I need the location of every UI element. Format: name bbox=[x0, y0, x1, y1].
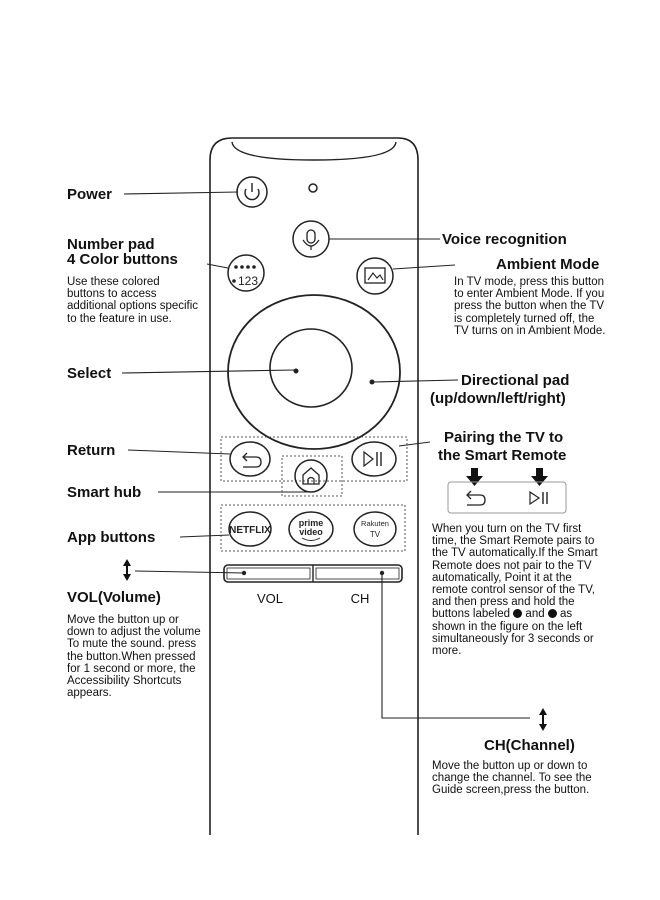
pairing-label-2: the Smart Remote bbox=[438, 447, 567, 464]
smart-hub-highlight bbox=[281, 455, 343, 497]
play-pause-icon bbox=[529, 490, 548, 506]
play-pause-button[interactable] bbox=[351, 441, 397, 477]
rakuten-label-line2: TV bbox=[370, 530, 381, 539]
return-icon bbox=[466, 490, 486, 506]
pairing-highlight bbox=[220, 436, 408, 482]
rakuten-label-line1: Rakuten bbox=[361, 519, 389, 528]
home-button[interactable] bbox=[294, 459, 328, 493]
number-pad-description: Use these colored buttons to access addi… bbox=[67, 276, 199, 325]
home-icon bbox=[302, 467, 320, 485]
down-arrow-icon bbox=[466, 468, 483, 486]
power-icon bbox=[244, 183, 260, 201]
pairing-description-part3: as shown in the figure on the left simul… bbox=[432, 608, 594, 658]
netflix-button[interactable]: NETFLIX bbox=[228, 511, 272, 547]
play-pause-icon bbox=[363, 450, 382, 468]
prime-label-line1: prime bbox=[299, 518, 324, 528]
pairing-description-part2: and bbox=[525, 608, 545, 621]
microphone-icon bbox=[302, 229, 320, 250]
ambient-mode-label: Ambient Mode bbox=[496, 256, 600, 273]
ir-sensor bbox=[308, 183, 318, 193]
directional-pad[interactable] bbox=[227, 294, 401, 450]
app-buttons-label: App buttons bbox=[67, 529, 156, 546]
smart-hub-label: Smart hub bbox=[67, 484, 142, 501]
dpad-label: Directional pad bbox=[461, 372, 570, 389]
return-icon bbox=[242, 452, 262, 468]
select-label: Select bbox=[67, 365, 112, 382]
ch-button[interactable] bbox=[315, 567, 400, 580]
power-label: Power bbox=[67, 186, 113, 203]
remote-body bbox=[209, 137, 419, 835]
ch-title: CH(Channel) bbox=[484, 737, 575, 754]
color-buttons-label: 4 Color buttons bbox=[67, 251, 178, 268]
return-badge-icon bbox=[547, 609, 557, 619]
select-button[interactable] bbox=[269, 328, 353, 408]
vol-button[interactable] bbox=[226, 567, 311, 580]
prime-video-button[interactable]: prime video bbox=[288, 511, 334, 547]
vol-description: Move the button up or down to adjust the… bbox=[67, 614, 201, 700]
pairing-label-1: Pairing the TV to bbox=[444, 429, 564, 446]
dpad-directions-label: (up/down/left/right) bbox=[430, 390, 566, 407]
up-down-arrow-icon bbox=[539, 708, 547, 731]
pairing-description: When you turn on the TV first time, the … bbox=[432, 523, 604, 657]
vol-ch-rocker bbox=[223, 564, 403, 583]
number-button-label: 123 bbox=[238, 274, 258, 288]
return-button[interactable] bbox=[229, 441, 271, 477]
number-pad-button[interactable]: 123 bbox=[227, 254, 265, 292]
ambient-button[interactable] bbox=[356, 257, 394, 295]
ambient-icon bbox=[364, 267, 386, 284]
ambient-description: In TV mode, press this button to enter A… bbox=[454, 276, 606, 337]
voice-button[interactable] bbox=[292, 220, 330, 258]
ch-description: Move the button up or down to change the… bbox=[432, 760, 592, 797]
number-pad-label: Number pad bbox=[67, 236, 155, 253]
up-down-arrow-icon bbox=[123, 559, 131, 581]
pairing-description-part1: When you turn on the TV first time, the … bbox=[432, 523, 598, 621]
remote-top-curve bbox=[231, 141, 397, 161]
prime-label-line2: video bbox=[299, 527, 323, 537]
play-pause-badge-icon bbox=[513, 609, 523, 619]
voice-recognition-label: Voice recognition bbox=[442, 231, 567, 248]
vol-title: VOL(Volume) bbox=[67, 589, 161, 606]
return-label: Return bbox=[67, 442, 116, 459]
app-buttons-highlight bbox=[220, 504, 406, 552]
ch-label: CH bbox=[351, 591, 370, 606]
vol-label: VOL bbox=[257, 591, 283, 606]
netflix-label: NETFLIX bbox=[229, 525, 271, 536]
power-button[interactable] bbox=[236, 176, 268, 208]
pairing-illustration bbox=[447, 468, 567, 514]
leader-lines bbox=[121, 191, 530, 719]
down-arrow-icon bbox=[531, 468, 548, 486]
rakuten-tv-button[interactable]: Rakuten TV bbox=[353, 511, 397, 547]
